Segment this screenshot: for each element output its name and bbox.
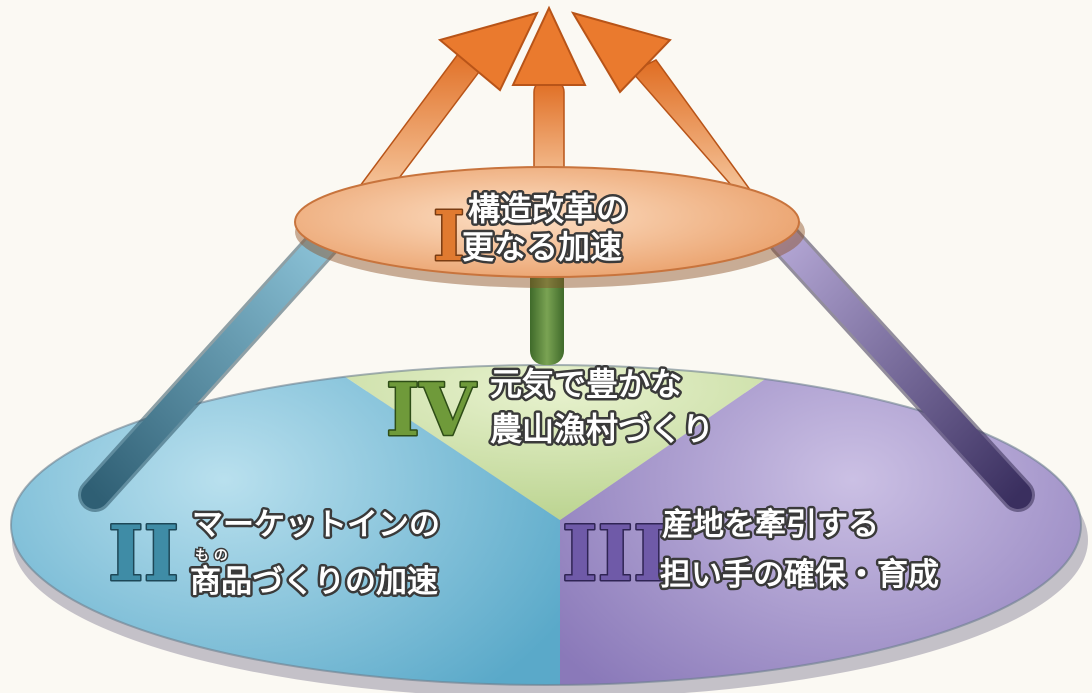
sector-noson-green: [230, 365, 880, 520]
pillar-2-numeral: II: [108, 509, 179, 598]
pillar-4-line1: 元気で豊かな: [490, 365, 682, 403]
pillar-1-numeral: I: [433, 197, 465, 277]
pillar-4-line2: 農山漁村づくり: [490, 410, 714, 448]
pillar-1-line1: 構造改革の: [468, 190, 628, 228]
pillar-1-label: I 構造改革の 更なる加速: [432, 188, 631, 279]
pillar-4-numeral: IV: [386, 367, 477, 452]
pillar-3-label: III 産地を牽引する 担い手の確保・育成: [561, 505, 942, 600]
pillar-3-numeral: III: [562, 509, 669, 598]
pillar-3-line1: 産地を牽引する: [662, 507, 879, 543]
pillar-4-label: IV 元気で豊かな 農山漁村づくり: [385, 363, 717, 454]
pillar-2-line2: 商品づくりの加速: [190, 564, 438, 600]
pillar-2-line1: マーケットインの: [192, 507, 440, 543]
pillar-3-line2: 担い手の確保・育成: [660, 557, 939, 593]
pillar-1-line2: 更なる加速: [462, 228, 622, 266]
left-pole: [78, 218, 347, 512]
pillar-2-ruby: も の: [195, 548, 228, 564]
pillar-2-label: II マーケットインの も の 商品づくりの加速: [107, 505, 443, 603]
right-pole: [768, 223, 1035, 512]
top-disk: [294, 166, 800, 278]
